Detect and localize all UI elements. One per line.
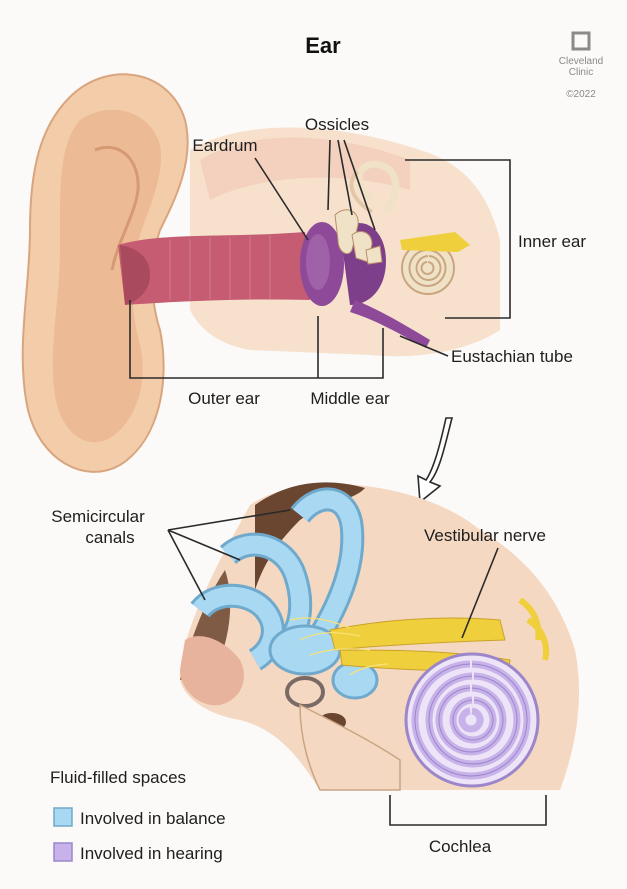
label-eustachian-tube: Eustachian tube	[451, 347, 573, 366]
cochlea-bracket	[390, 795, 546, 825]
label-cochlea: Cochlea	[429, 837, 492, 856]
label-semicircular-line2: canals	[85, 528, 134, 547]
legend: Fluid-filled spaces Involved in balance …	[50, 768, 226, 863]
zoom-arrow-icon	[418, 418, 452, 502]
legend-title: Fluid-filled spaces	[50, 768, 186, 787]
label-middle-ear: Middle ear	[310, 389, 390, 408]
label-ossicles: Ossicles	[305, 115, 369, 134]
legend-item-hearing: Involved in hearing	[80, 844, 223, 863]
label-vestibular-nerve: Vestibular nerve	[424, 526, 546, 545]
label-inner-ear: Inner ear	[518, 232, 586, 251]
legend-swatch-hearing	[54, 843, 72, 861]
label-outer-ear: Outer ear	[188, 389, 260, 408]
semicircular-leader-3	[168, 530, 205, 600]
label-eardrum: Eardrum	[192, 136, 257, 155]
label-semicircular-line1: Semicircular	[51, 507, 145, 526]
cleveland-clinic-logo-icon	[573, 33, 589, 49]
brand-name-line1: Cleveland	[559, 56, 603, 67]
eardrum-highlight	[306, 234, 330, 290]
legend-item-balance: Involved in balance	[80, 809, 226, 828]
page-title: Ear	[305, 33, 341, 58]
legend-swatch-balance	[54, 808, 72, 826]
brand-copyright: ©2022	[566, 89, 596, 100]
brand-name-line2: Clinic	[569, 67, 593, 78]
ear-cross-section	[23, 74, 510, 472]
